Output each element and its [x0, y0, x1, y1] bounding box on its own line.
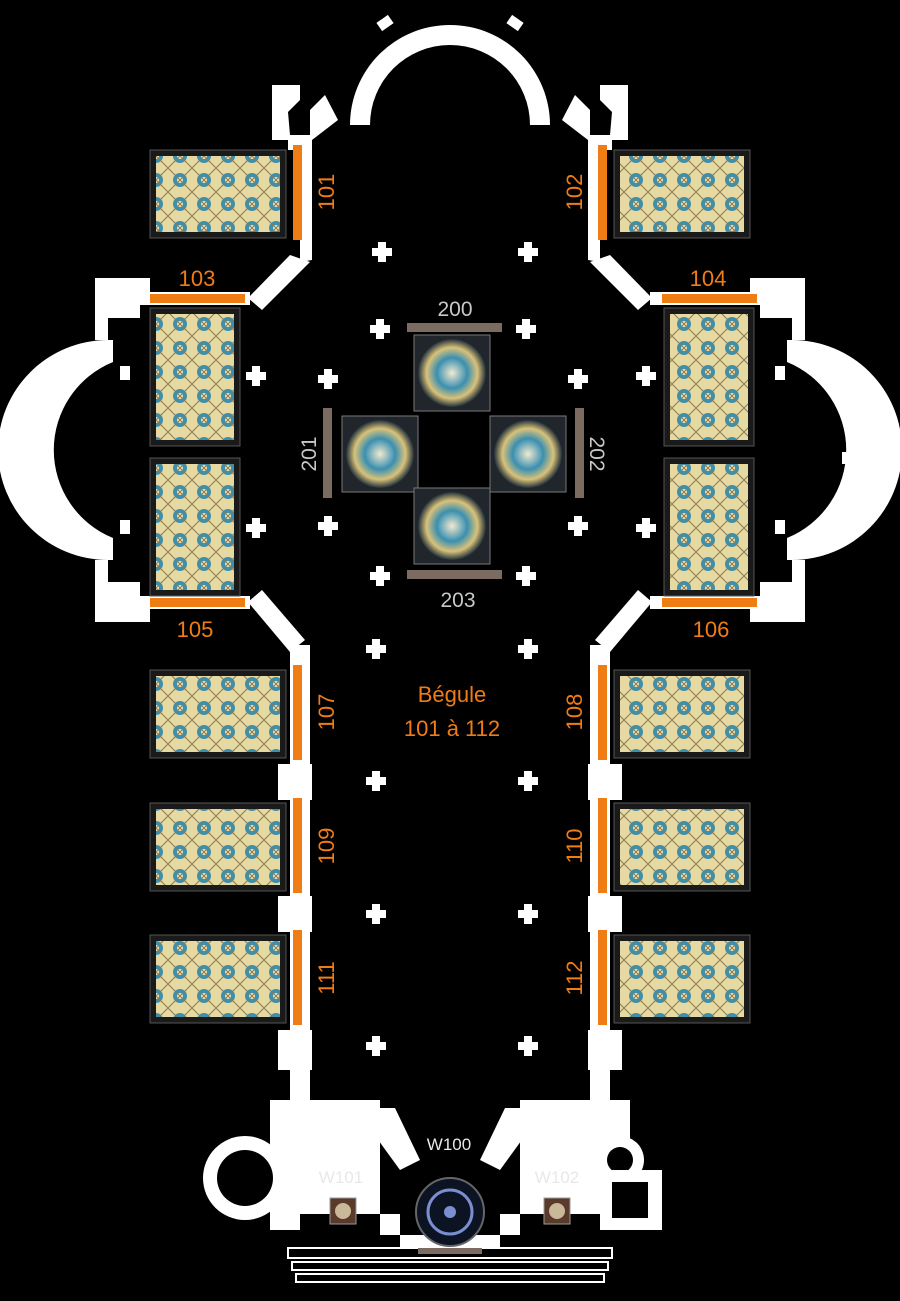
- label-104: 104: [690, 266, 727, 291]
- pillars: [120, 242, 785, 1056]
- label-w100: W100: [427, 1135, 471, 1154]
- bar-106: [662, 598, 757, 607]
- bar-200: [407, 323, 502, 332]
- bar-103: [150, 294, 245, 303]
- stained-glass-panels: [149, 149, 755, 1024]
- rose-windows: [329, 334, 571, 1247]
- label-w102: W102: [535, 1168, 579, 1187]
- label-110: 110: [562, 828, 587, 863]
- glass-panel-w101: [329, 1197, 357, 1225]
- label-108: 108: [562, 694, 587, 731]
- bar-112: [598, 930, 607, 1025]
- bar-104: [662, 294, 757, 303]
- transept-wall-left: [0, 278, 250, 622]
- rose-window-200: [418, 339, 486, 407]
- transept-wall-right: [650, 278, 900, 622]
- bar-101: [293, 145, 302, 240]
- bar-201: [323, 408, 332, 498]
- chancel-wall-right: [562, 85, 628, 262]
- rose-window-202: [494, 420, 562, 488]
- bar-105: [150, 598, 245, 607]
- label-102: 102: [562, 174, 587, 211]
- label-w101: W101: [319, 1168, 363, 1187]
- bar-111: [293, 930, 302, 1025]
- label-101: 101: [314, 174, 339, 211]
- label-107: 107: [314, 694, 339, 731]
- bar-107: [293, 665, 302, 760]
- rose-window-201: [346, 420, 414, 488]
- apse-wall: [350, 25, 550, 125]
- chancel-wall-left: [272, 85, 338, 262]
- bar-110: [598, 798, 607, 893]
- label-111: 111: [314, 961, 339, 994]
- labels: 101 102 103 104 105 106 107 108 109 110 …: [177, 174, 730, 1187]
- bar-w100: [418, 1248, 482, 1254]
- bar-203: [407, 570, 502, 579]
- window-marker-bars: [150, 145, 757, 1254]
- bar-102: [598, 145, 607, 240]
- center-label-range: 101 à 112: [404, 716, 500, 741]
- label-109: 109: [314, 828, 339, 865]
- label-203: 203: [440, 589, 475, 612]
- west-facade: [270, 1100, 630, 1248]
- label-106: 106: [693, 617, 730, 642]
- label-105: 105: [177, 617, 214, 642]
- bar-202: [575, 408, 584, 498]
- label-202: 202: [585, 436, 608, 471]
- bar-109: [293, 798, 302, 893]
- bar-108: [598, 665, 607, 760]
- label-103: 103: [179, 266, 216, 291]
- center-label-title: Bégule: [418, 682, 487, 707]
- label-201: 201: [298, 436, 321, 471]
- label-200: 200: [437, 298, 472, 321]
- rose-window-203: [418, 492, 486, 560]
- label-112: 112: [562, 960, 587, 995]
